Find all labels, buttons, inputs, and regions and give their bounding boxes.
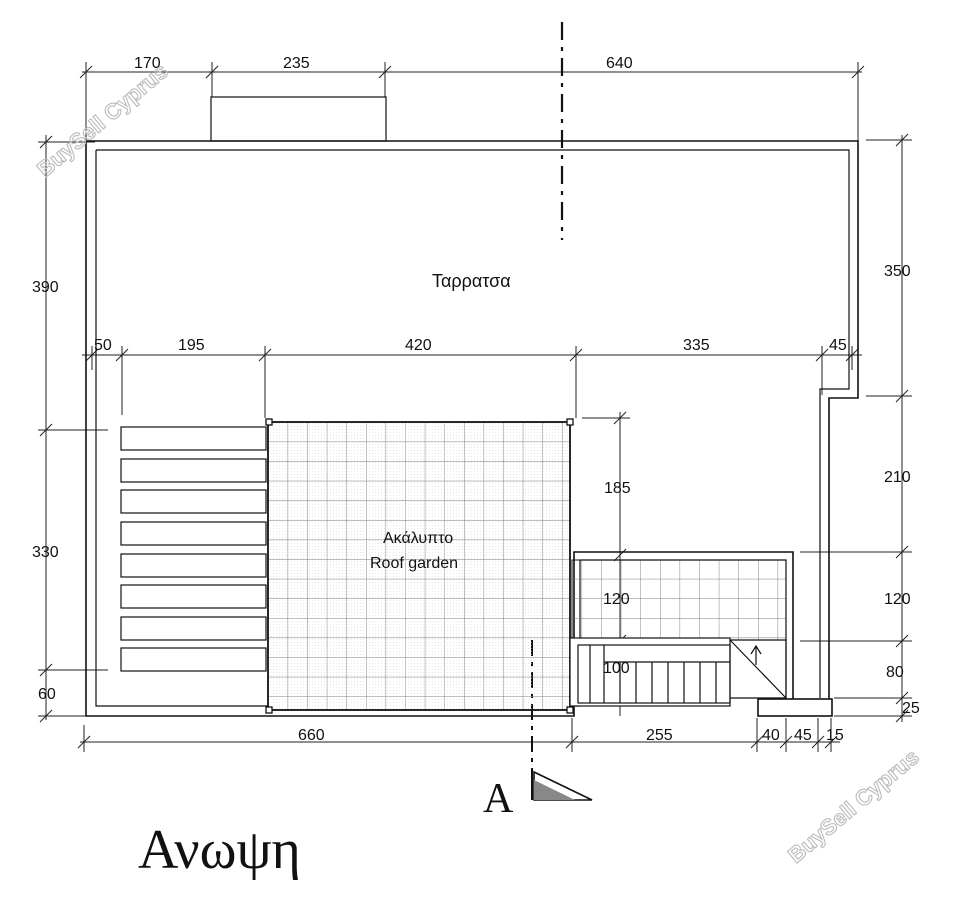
dim-mid-4: 335 xyxy=(683,337,710,354)
corner-markers xyxy=(265,418,574,714)
roof-box xyxy=(210,96,387,142)
stairwell xyxy=(569,637,787,707)
dim-top-2: 235 xyxy=(283,55,310,72)
middle-dimension-line xyxy=(82,346,862,418)
roof-garden-dots xyxy=(269,423,569,709)
dim-mid-1: 50 xyxy=(94,337,112,354)
roof-garden-label-greek: Ακάλυπτο xyxy=(383,530,453,547)
plan-title: Ανωψη xyxy=(138,819,301,881)
dim-mid-2: 195 xyxy=(178,337,205,354)
dim-inner-1: 185 xyxy=(604,480,631,497)
roof-garden-label-english: Roof garden xyxy=(370,555,458,572)
terrace-label: Ταρρατσα xyxy=(432,271,511,291)
dim-inner-2: 120 xyxy=(603,591,630,608)
dim-top-1: 170 xyxy=(134,55,161,72)
right-dimension-line xyxy=(800,133,912,723)
dim-left-1: 390 xyxy=(32,279,59,296)
bottom-dimension-line xyxy=(77,718,840,752)
dim-left-3: 60 xyxy=(38,686,56,703)
dim-right-1: 350 xyxy=(884,263,911,280)
watermark-bottom-right: BuySell Cyprus xyxy=(783,744,924,868)
section-marker-symbol xyxy=(531,770,593,801)
roof-garden-extension xyxy=(572,560,786,640)
entrance-step xyxy=(757,698,833,717)
dim-mid-3: 420 xyxy=(405,337,432,354)
inner-wall-left xyxy=(95,150,268,707)
left-dimension-line xyxy=(38,135,108,723)
dim-right-2: 210 xyxy=(884,469,911,486)
dim-bottom-5: 15 xyxy=(826,727,844,744)
watermark-top-left: BuySell Cyprus xyxy=(32,58,173,182)
stair-treads-left xyxy=(120,426,267,672)
dim-inner-3: 100 xyxy=(603,660,630,677)
dim-top-3: 640 xyxy=(606,55,633,72)
dim-mid-5: 45 xyxy=(829,337,847,354)
dim-right-3: 120 xyxy=(884,591,911,608)
dim-right-4: 80 xyxy=(886,664,904,681)
dim-bottom-4: 45 xyxy=(794,727,812,744)
inner-wall xyxy=(96,149,850,698)
dim-bottom-1: 660 xyxy=(298,727,325,744)
top-dimension-line xyxy=(79,62,865,150)
section-marker-label: A xyxy=(483,776,514,822)
dim-left-2: 330 xyxy=(32,544,59,561)
dim-bottom-2: 255 xyxy=(646,727,673,744)
dim-bottom-3: 40 xyxy=(762,727,780,744)
dim-right-5: 25 xyxy=(902,700,920,717)
